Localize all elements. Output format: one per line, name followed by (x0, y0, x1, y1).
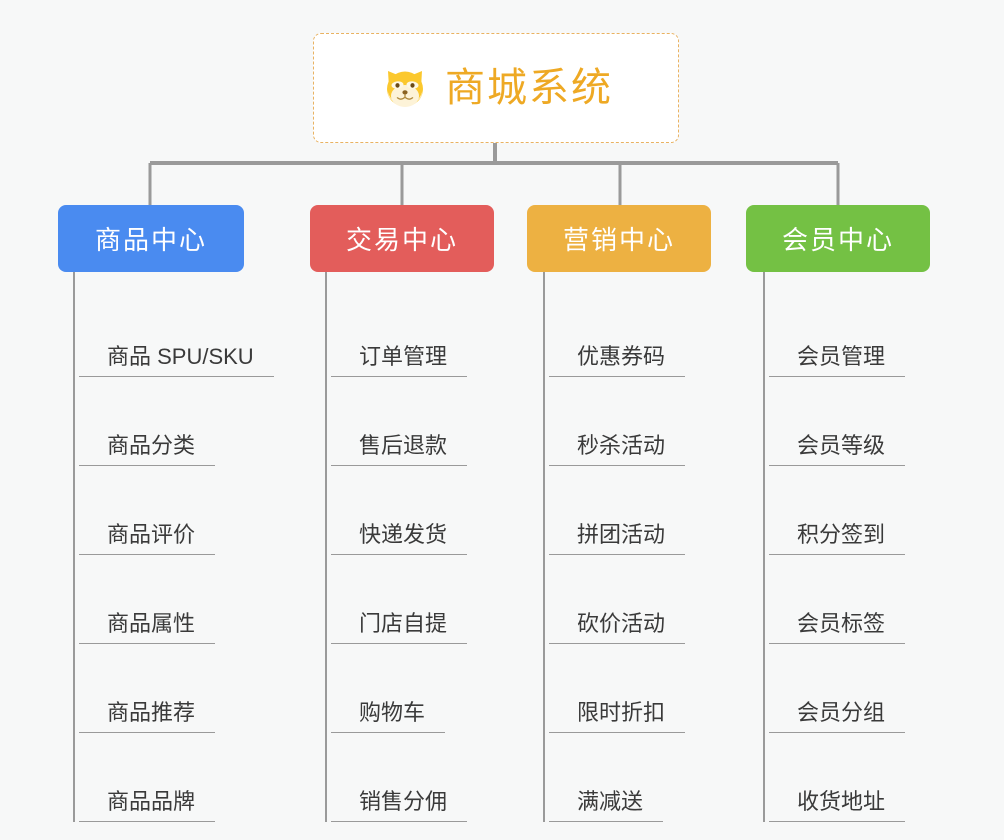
category-label: 交易中心 (345, 225, 458, 255)
leaf-label: 商品品牌 (79, 789, 216, 822)
leaf-item[interactable]: 售后退款 (325, 377, 468, 466)
leaf-item[interactable]: 优惠券码 (543, 288, 686, 377)
leaf-item[interactable]: 砍价活动 (543, 555, 686, 644)
leaf-item[interactable]: 商品品牌 (73, 733, 274, 822)
leaf-label: 满减送 (549, 789, 664, 822)
leaf-label: 购物车 (331, 700, 446, 733)
leaf-column-marketing: 优惠券码 秒杀活动 拼团活动 砍价活动 限时折扣 满减送 (543, 288, 686, 822)
root-node[interactable]: 商城系统 (313, 33, 679, 143)
leaf-item[interactable]: 商品属性 (73, 555, 274, 644)
leaf-label: 商品 SPU/SKU (79, 344, 274, 377)
leaf-label: 销售分佣 (331, 789, 468, 822)
category-header-product[interactable]: 商品中心 (58, 205, 244, 272)
category-label: 会员中心 (781, 225, 894, 255)
leaf-label: 商品推荐 (79, 700, 216, 733)
category-header-member[interactable]: 会员中心 (746, 205, 930, 272)
category-header-marketing[interactable]: 营销中心 (527, 205, 711, 272)
leaf-item[interactable]: 商品 SPU/SKU (73, 288, 274, 377)
leaf-item[interactable]: 满减送 (543, 733, 685, 822)
leaf-column-member: 会员管理 会员等级 积分签到 会员标签 会员分组 收货地址 (763, 288, 906, 822)
leaf-label: 会员分组 (769, 700, 906, 733)
leaf-label: 限时折扣 (549, 700, 686, 733)
category-header-trade[interactable]: 交易中心 (310, 205, 494, 272)
leaf-item[interactable]: 订单管理 (325, 288, 468, 377)
leaf-item[interactable]: 限时折扣 (543, 644, 686, 733)
leaf-label: 拼团活动 (549, 522, 686, 555)
leaf-trunk (325, 288, 327, 822)
leaf-trunk (763, 288, 765, 822)
leaf-column-trade: 订单管理 售后退款 快递发货 门店自提 购物车 销售分佣 (325, 288, 468, 822)
leaf-item[interactable]: 购物车 (325, 644, 467, 733)
leaf-label: 会员管理 (769, 344, 906, 377)
leaf-item[interactable]: 快递发货 (325, 466, 468, 555)
leaf-item[interactable]: 门店自提 (325, 555, 468, 644)
leaf-label: 秒杀活动 (549, 433, 686, 466)
leaf-label: 砍价活动 (549, 611, 686, 644)
leaf-label: 收货地址 (769, 789, 906, 822)
leaf-label: 商品分类 (79, 433, 216, 466)
category-label: 营销中心 (562, 225, 675, 255)
leaf-item[interactable]: 销售分佣 (325, 733, 468, 822)
root-title: 商城系统 (445, 66, 613, 110)
leaf-item[interactable]: 会员等级 (763, 377, 906, 466)
leaf-label: 优惠券码 (549, 344, 686, 377)
leaf-item[interactable]: 商品评价 (73, 466, 274, 555)
leaf-item[interactable]: 秒杀活动 (543, 377, 686, 466)
leaf-item[interactable]: 会员标签 (763, 555, 906, 644)
leaf-label: 快递发货 (331, 522, 468, 555)
leaf-label: 商品属性 (79, 611, 216, 644)
category-label: 商品中心 (94, 225, 207, 255)
leaf-label: 会员标签 (769, 611, 906, 644)
root-node-content: 商城系统 (379, 62, 613, 114)
leaf-trunk (73, 288, 75, 822)
leaf-item[interactable]: 拼团活动 (543, 466, 686, 555)
leaf-item[interactable]: 商品推荐 (73, 644, 274, 733)
leaf-label: 售后退款 (331, 433, 468, 466)
shiba-dog-icon (387, 71, 423, 107)
leaf-label: 门店自提 (331, 611, 468, 644)
leaf-label: 商品评价 (79, 522, 216, 555)
leaf-label: 订单管理 (331, 344, 468, 377)
leaf-label: 积分签到 (769, 522, 906, 555)
leaf-item[interactable]: 商品分类 (73, 377, 274, 466)
leaf-label: 会员等级 (769, 433, 906, 466)
leaf-item[interactable]: 收货地址 (763, 733, 906, 822)
leaf-item[interactable]: 会员分组 (763, 644, 906, 733)
leaf-trunk (543, 288, 545, 822)
leaf-item[interactable]: 会员管理 (763, 288, 906, 377)
leaf-item[interactable]: 积分签到 (763, 466, 906, 555)
leaf-column-product: 商品 SPU/SKU 商品分类 商品评价 商品属性 商品推荐 商品品牌 (73, 288, 274, 822)
